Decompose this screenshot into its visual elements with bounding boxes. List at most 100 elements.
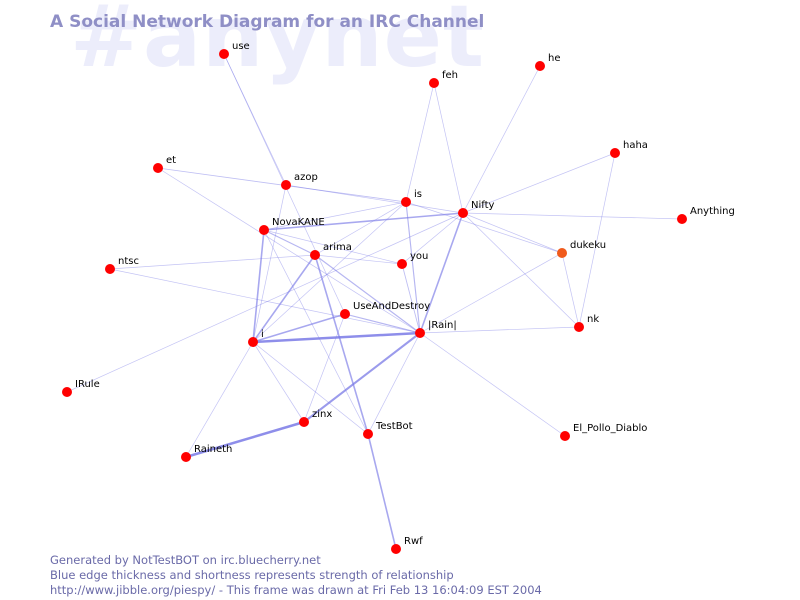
node-label-El_Pollo_Diablo: El_Pollo_Diablo — [573, 423, 647, 434]
node-NovaKANE: NovaKANE — [259, 217, 325, 235]
node-ntsc: ntsc — [105, 256, 139, 274]
edge-arima-is — [314, 201, 407, 256]
node-feh: feh — [429, 70, 458, 88]
node-dot-ntsc — [105, 264, 115, 274]
node-dot-et — [153, 163, 163, 173]
node-TestBot: TestBot — [363, 421, 413, 439]
edge-et-Rain — [157, 167, 421, 334]
node-label-haha: haha — [623, 140, 648, 151]
footer-url-line: http://www.jibble.org/piespy/ - This fra… — [50, 583, 542, 597]
node-label-he: he — [548, 53, 561, 64]
node-dot-nk — [574, 322, 584, 332]
node-dot-El_Pollo_Diablo — [560, 431, 570, 441]
node-label-azop: azop — [294, 172, 318, 183]
node-he: he — [535, 53, 561, 71]
node-label-UseAndDestroy: UseAndDestroy — [353, 301, 430, 312]
edge-is-Rain — [405, 201, 421, 334]
edge-Nifty-dukeku — [462, 212, 563, 254]
node-nk: nk — [574, 314, 599, 332]
node-dot-Rwf — [391, 544, 401, 554]
edge-TestBot-Rwf — [367, 433, 397, 550]
node-dot-use — [219, 49, 229, 59]
node-label-ntsc: ntsc — [118, 256, 139, 267]
node-haha: haha — [610, 140, 648, 158]
edge-NovaKANE-Nifty — [263, 212, 464, 231]
node-label-dukeku: dukeku — [570, 240, 606, 251]
edge-haha-nk — [578, 152, 616, 328]
footer: Generated by NotTestBOT on irc.bluecherr… — [50, 553, 542, 598]
node-UseAndDestroy: UseAndDestroy — [340, 301, 430, 319]
node-dot-he — [535, 61, 545, 71]
node-use: use — [219, 41, 250, 59]
node-dot-Anything — [677, 214, 687, 224]
node-dot-haha — [610, 148, 620, 158]
edge-Nifty-Anything — [462, 212, 683, 220]
node-you: you — [397, 251, 428, 269]
edge-is-dukeku — [405, 201, 563, 254]
edge-arima-Rain — [314, 254, 421, 334]
node-Raineth: Raineth — [181, 444, 232, 462]
edge-zinx-Rain — [303, 332, 421, 423]
node-dot-dukeku — [557, 248, 567, 258]
node-label-zinx: zinx — [312, 409, 332, 420]
node-label-is: is — [414, 189, 422, 200]
node-dukeku: dukeku — [557, 240, 606, 258]
edge-UseAndDestroy-Rain — [344, 313, 421, 334]
edge-ntsc-arima — [109, 254, 316, 270]
edge-i-NovaKANE — [252, 229, 265, 343]
edge-NovaKANE-TestBot — [263, 229, 369, 435]
node-dot-i — [248, 337, 258, 347]
edge-i-TestBot — [252, 341, 369, 435]
edge-Nifty-nk — [462, 212, 580, 328]
node-dot-NovaKANE — [259, 225, 269, 235]
edge-azop-i — [252, 184, 287, 343]
node-label-IRule: IRule — [75, 379, 100, 390]
node-label-Rwf: Rwf — [404, 536, 423, 547]
edge-zinx-Raineth — [185, 420, 305, 459]
footer-generated-line: Generated by NotTestBOT on irc.bluecherr… — [50, 553, 321, 567]
edge-i-is — [252, 201, 407, 343]
edge-i-arima — [252, 254, 316, 343]
node-dot-zinx — [299, 417, 309, 427]
node-azop: azop — [281, 172, 318, 190]
node-Anything: Anything — [677, 206, 735, 224]
edge-NovaKANE-is — [263, 201, 407, 231]
node-label-TestBot: TestBot — [375, 421, 413, 432]
node-zinx: zinx — [299, 409, 332, 427]
node-Rwf: Rwf — [391, 536, 423, 554]
edge-azop-Nifty — [285, 184, 464, 214]
node-dot-UseAndDestroy — [340, 309, 350, 319]
edge-IRule-Nifty — [66, 212, 464, 393]
edge-you-Rain — [401, 263, 421, 334]
node-is: is — [401, 189, 422, 207]
edge-he-Nifty — [462, 65, 541, 214]
node-dot-arima — [310, 250, 320, 260]
node-label-nk: nk — [587, 314, 599, 325]
node-label-NovaKANE: NovaKANE — [272, 217, 325, 228]
node-arima: arima — [310, 242, 352, 260]
node-dot-is — [401, 197, 411, 207]
edge-dukeku-nk — [561, 252, 580, 328]
node-Nifty: Nifty — [458, 200, 495, 218]
node-label-Nifty: Nifty — [471, 200, 495, 211]
node-label-you: you — [410, 251, 428, 262]
node-IRule: IRule — [62, 379, 100, 397]
edge-NovaKANE-arima — [263, 229, 316, 256]
edge-feh-Nifty — [433, 82, 464, 214]
edge-Rain-El_Pollo_Diablo — [419, 332, 566, 437]
node-label-arima: arima — [323, 242, 352, 253]
node-dot-azop — [281, 180, 291, 190]
edge-arima-you — [314, 254, 403, 265]
edge-NovaKANE-you — [263, 229, 403, 265]
node-dot-Rain — [415, 328, 425, 338]
edge-dukeku-Rain — [419, 252, 563, 334]
edge-feh-is — [405, 82, 435, 203]
nodes-layer: use feh he haha et azop isNiftyAnythingNovaKAN… — [62, 41, 735, 554]
node-et: et — [153, 155, 176, 173]
node-label-use: use — [232, 41, 250, 52]
edge-Nifty-Rain — [419, 212, 464, 334]
channel-watermark: #anynet — [70, 0, 486, 87]
node-label-feh: feh — [442, 70, 458, 81]
